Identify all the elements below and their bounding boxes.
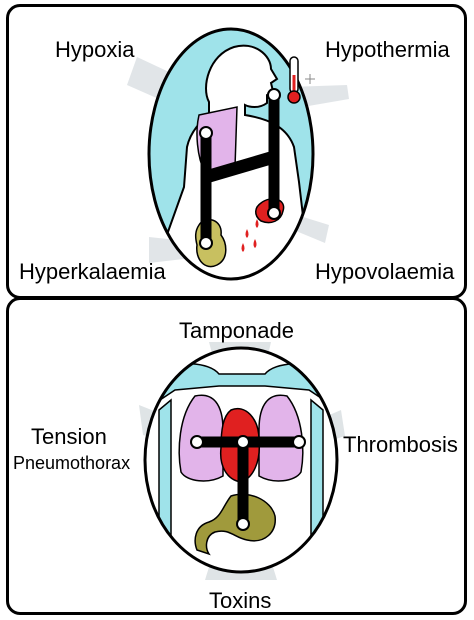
label-hypovolaemia: Hypovolaemia <box>315 259 455 284</box>
ts-illustration <box>139 342 345 580</box>
thermometer-icon <box>287 56 315 104</box>
label-thrombosis: Thrombosis <box>343 432 458 457</box>
label-hypothermia: Hypothermia <box>325 37 450 62</box>
oval-outline <box>143 346 339 574</box>
label-hyperkalaemia: Hyperkalaemia <box>19 259 166 284</box>
top-panel-hs: Hypoxia Hypothermia Hyperkalaemia Hypovo… <box>6 4 467 299</box>
label-tamponade: Tamponade <box>179 318 294 343</box>
label-toxins: Toxins <box>209 588 272 613</box>
bottom-panel-ts: Tamponade Tension Pneumothorax Thrombosi… <box>6 297 467 615</box>
oval-outline <box>147 27 315 281</box>
stomach-icon <box>194 493 276 556</box>
label-hypoxia: Hypoxia <box>55 37 135 62</box>
label-tension-line1: Tension <box>31 424 107 449</box>
letter-h-bars <box>199 88 281 250</box>
label-tension-line2: Pneumothorax <box>13 453 131 473</box>
hs-illustration <box>127 27 349 281</box>
letter-t-bars <box>190 435 306 531</box>
blood-drops-icon <box>241 219 259 252</box>
